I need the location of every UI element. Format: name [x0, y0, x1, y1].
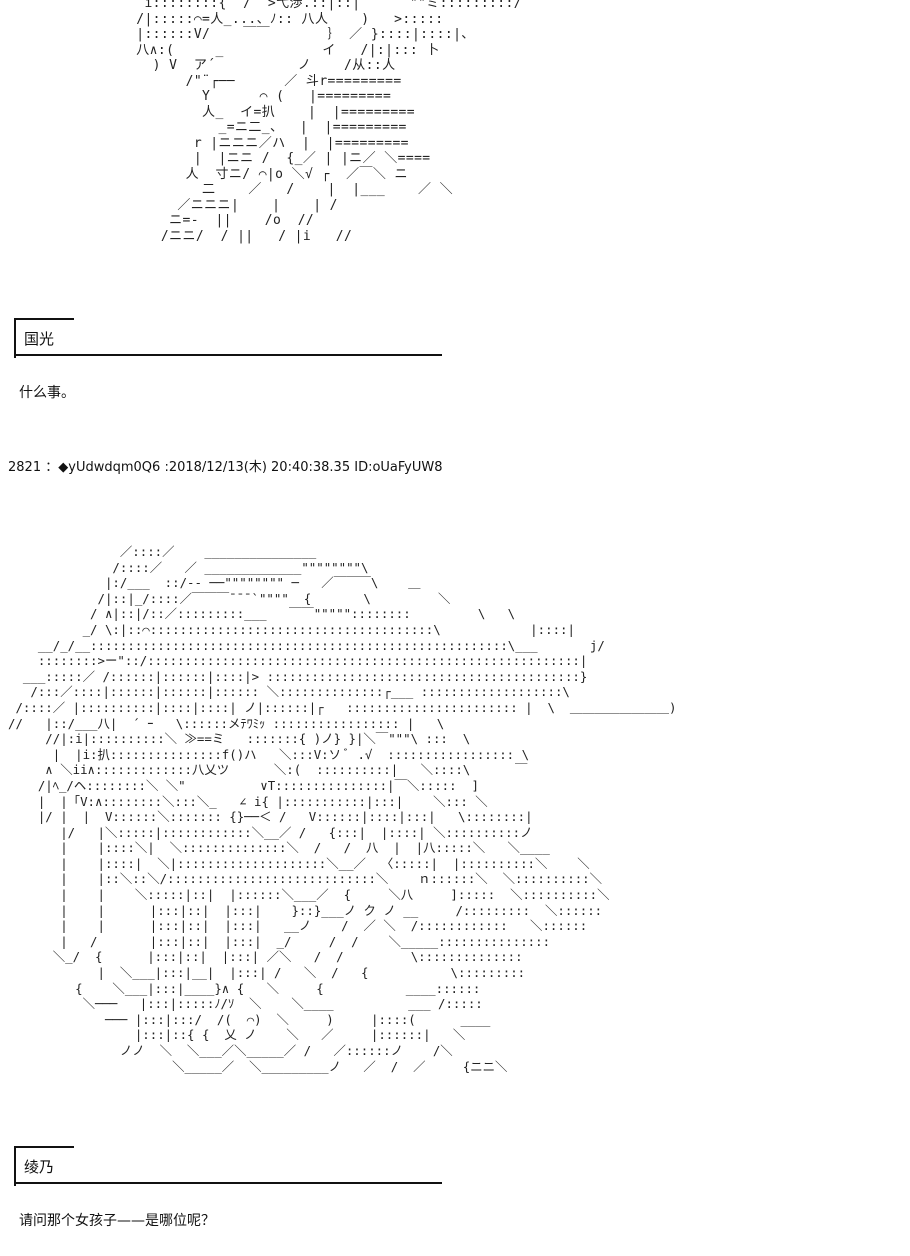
post-number: 2821 — [8, 460, 42, 475]
ascii-art-top: i::::::::{ / >弋渉.::|::| ``""ミ:::::::::/ … — [136, 0, 522, 244]
ascii-art-main: ／::::／ _______________ /::::／ ／ ________… — [8, 544, 677, 1074]
post-trip: ◆yUdwdqm0Q6 — [58, 460, 161, 475]
post-header: 2821 ：◆yUdwdqm0Q6 :2018/12/13(木) 20:40:3… — [8, 456, 443, 475]
speaker-name: 国光 — [24, 330, 55, 348]
speaker-box-left-border — [14, 318, 16, 358]
post-separator-colon: : — [164, 460, 169, 475]
speaker-box-ayano: 绫乃 — [14, 1146, 442, 1186]
post-separator: ： — [45, 460, 59, 475]
dialogue-line-2: 请问那个女孩子——是哪位呢？ — [19, 1213, 215, 1229]
speaker-box-bottom-border — [14, 1182, 442, 1184]
post-datetime: 2018/12/13(木) 20:40:38.35 — [168, 460, 351, 475]
speaker-box-left-border — [14, 1146, 16, 1186]
dialogue-line-1: 什么事。 — [19, 385, 75, 401]
speaker-box-kunimitsu: 国光 — [14, 318, 442, 358]
speaker-name: 绫乃 — [24, 1158, 55, 1176]
speaker-box-top-border — [14, 1146, 74, 1148]
speaker-box-bottom-border — [14, 354, 442, 356]
speaker-box-top-border — [14, 318, 74, 320]
post-id: ID:oUaFyUW8 — [354, 460, 443, 475]
